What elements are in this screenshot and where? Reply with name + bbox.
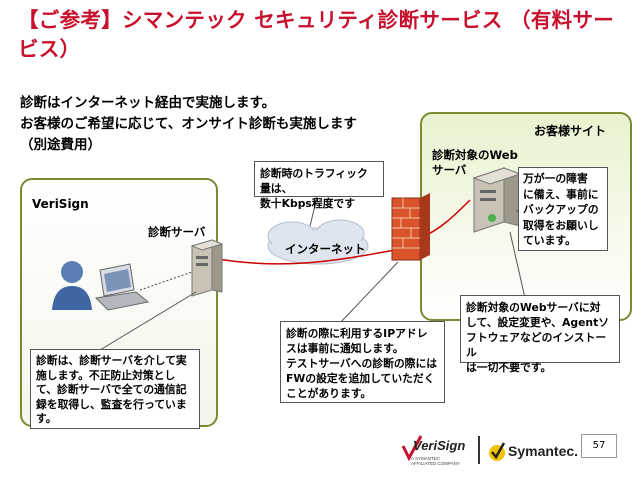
verisign-logo: VeriSign A SYMANTEC AFFILIATED COMPANY — [401, 434, 465, 470]
diagnosis-server-label: 診断サーバ — [148, 225, 206, 239]
webserver-note: 診断対象のWebサーバに対 して、設定変更や、Agentソ フトウェアなどのイン… — [460, 295, 620, 374]
internet-cloud-icon — [267, 219, 369, 265]
webserver-note-line-4: は一切不要です。 — [466, 361, 552, 374]
diagnosis-server-icon — [190, 239, 224, 297]
target-server-label: 診断対象のWeb サーバ — [432, 148, 518, 178]
verisign-logo-subtext: A SYMANTEC AFFILIATED COMPANY — [411, 456, 460, 466]
laptop-icon — [94, 263, 150, 311]
firewall-icon — [391, 193, 430, 261]
target-server-label-line-2: サーバ — [432, 163, 467, 177]
diag-note-line-5: す。 — [36, 412, 57, 425]
backup-note-line-2: に備え、事前に — [523, 187, 599, 201]
backup-note-line-3: バックアップの — [523, 203, 599, 216]
ip-address-note: 診断の際に利用するIPアドレ スは事前に通知します。 テストサーバへの診断の際に… — [280, 321, 445, 403]
verisign-logo-text: VeriSign — [413, 438, 466, 453]
user-icon — [52, 261, 92, 310]
intro-line-1: 診断はインターネット経由で実施します。 — [20, 95, 276, 111]
webserver-note-line-1: 診断対象のWebサーバに対 — [466, 301, 601, 314]
page-title: 【ご参考】シマンテック セキュリティ診断サービス （有料サービス） — [18, 8, 615, 61]
target-server-label-line-1: 診断対象のWeb — [432, 148, 518, 162]
traffic-note: 診断時のトラフィック量は、 数十Kbps程度です — [254, 161, 384, 210]
ip-note-line-3: テストサーバへの診断の際には — [286, 357, 438, 370]
ip-note-line-4: FWの設定を追加していただく — [286, 372, 435, 385]
backup-note-line-4: 取得をお願いし — [523, 218, 599, 232]
diag-note-line-1: 診断は、診断サーバを介して実 — [36, 354, 187, 367]
target-web-server-icon — [472, 167, 522, 233]
webserver-note-line-3: フトウェアなどのインストール — [466, 331, 607, 359]
backup-note-line-1: 万が一の障害 — [523, 172, 588, 185]
symantec-check-icon — [489, 442, 506, 461]
diag-note-line-3: て、診断サーバで全ての通信記 — [36, 383, 187, 396]
page-number: 57 — [581, 434, 617, 458]
logo-divider — [478, 436, 480, 464]
backup-note: 万が一の障害 に備え、事前に バックアップの 取得をお願いし ています。 — [518, 167, 608, 251]
diag-note-line-2: 施します。不正防止対策とし — [36, 368, 176, 382]
symantec-logo-text: Symantec. — [508, 443, 579, 459]
intro-line-2: お客様のご希望に応じて、オンサイト診断も実施します — [20, 116, 357, 132]
traffic-note-line-2: 数十Kbps程度です — [260, 197, 356, 210]
customer-site-label: お客様サイト — [534, 124, 607, 138]
intro-line-3: （別途費用） — [20, 137, 101, 153]
diag-note-line-4: 録を取得し、監査を行っていま — [36, 397, 187, 411]
ip-note-line-5: ことがあります。 — [286, 387, 372, 400]
ip-note-line-2: スは事前に通知します。 — [286, 342, 404, 355]
connection-line-diag-to-firewall — [211, 249, 396, 265]
internet-label: インターネット — [285, 242, 366, 256]
webserver-note-line-2: して、設定変更や、Agentソ — [466, 316, 610, 329]
backup-note-line-5: ています。 — [523, 234, 576, 247]
verisign-zone-label: VeriSign — [32, 197, 89, 211]
traffic-note-line-1: 診断時のトラフィック量は、 — [260, 167, 368, 195]
symantec-logo: Symantec. — [488, 440, 578, 464]
ip-note-line-1: 診断の際に利用するIPアドレ — [286, 327, 428, 340]
diagnosis-note: 診断は、診断サーバを介して実 施します。不正防止対策とし て、診断サーバで全ての… — [30, 349, 200, 429]
verisign-checkmark-icon — [401, 435, 423, 462]
